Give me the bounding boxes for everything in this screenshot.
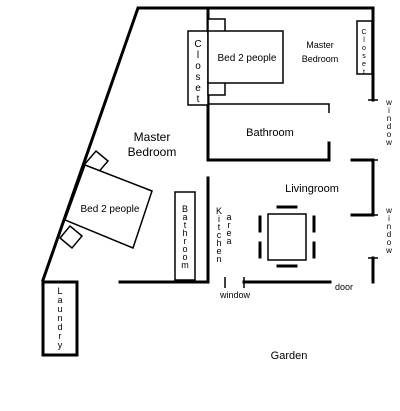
livingroom-label: Livingroom <box>285 183 339 195</box>
bed-upper: Bed 2 people <box>207 18 284 96</box>
dining-table <box>258 205 316 268</box>
laundry-box <box>41 280 79 357</box>
master-bedroom-left-line2: Bedroom <box>128 145 177 159</box>
bed-lower-frame <box>64 164 153 249</box>
wall-bathroom-upper <box>208 103 330 113</box>
closet-right <box>356 20 373 75</box>
garden-label: Garden <box>271 350 308 362</box>
bed-upper-label: Bed 2 people <box>218 53 277 64</box>
table-top <box>267 213 307 261</box>
laundry-room <box>41 280 79 357</box>
wall-bathroom-upper-bottom <box>206 141 331 162</box>
exterior-walls <box>41 6 375 284</box>
master-bedroom-right-line2: Bedroom <box>302 54 339 64</box>
bathroom-lower-box <box>174 191 196 281</box>
bed-lower-label: Bed 2 people <box>81 204 140 215</box>
window-marks <box>224 99 378 288</box>
master-bedroom-right-line1: Master <box>306 40 334 50</box>
bed-upper-pillow-bottom <box>207 81 226 96</box>
bed-lower-pillow-bottom <box>58 224 84 250</box>
bathroom-upper-label: Bathroom <box>246 127 294 139</box>
master-bedroom-left-line1: Master <box>134 130 171 144</box>
window-bottom-label: window <box>219 290 251 300</box>
outer-wall-top-left <box>41 6 375 282</box>
door-label: door <box>335 282 353 292</box>
bed-upper-frame <box>207 30 284 84</box>
bed-lower: Bed 2 people <box>58 149 153 250</box>
